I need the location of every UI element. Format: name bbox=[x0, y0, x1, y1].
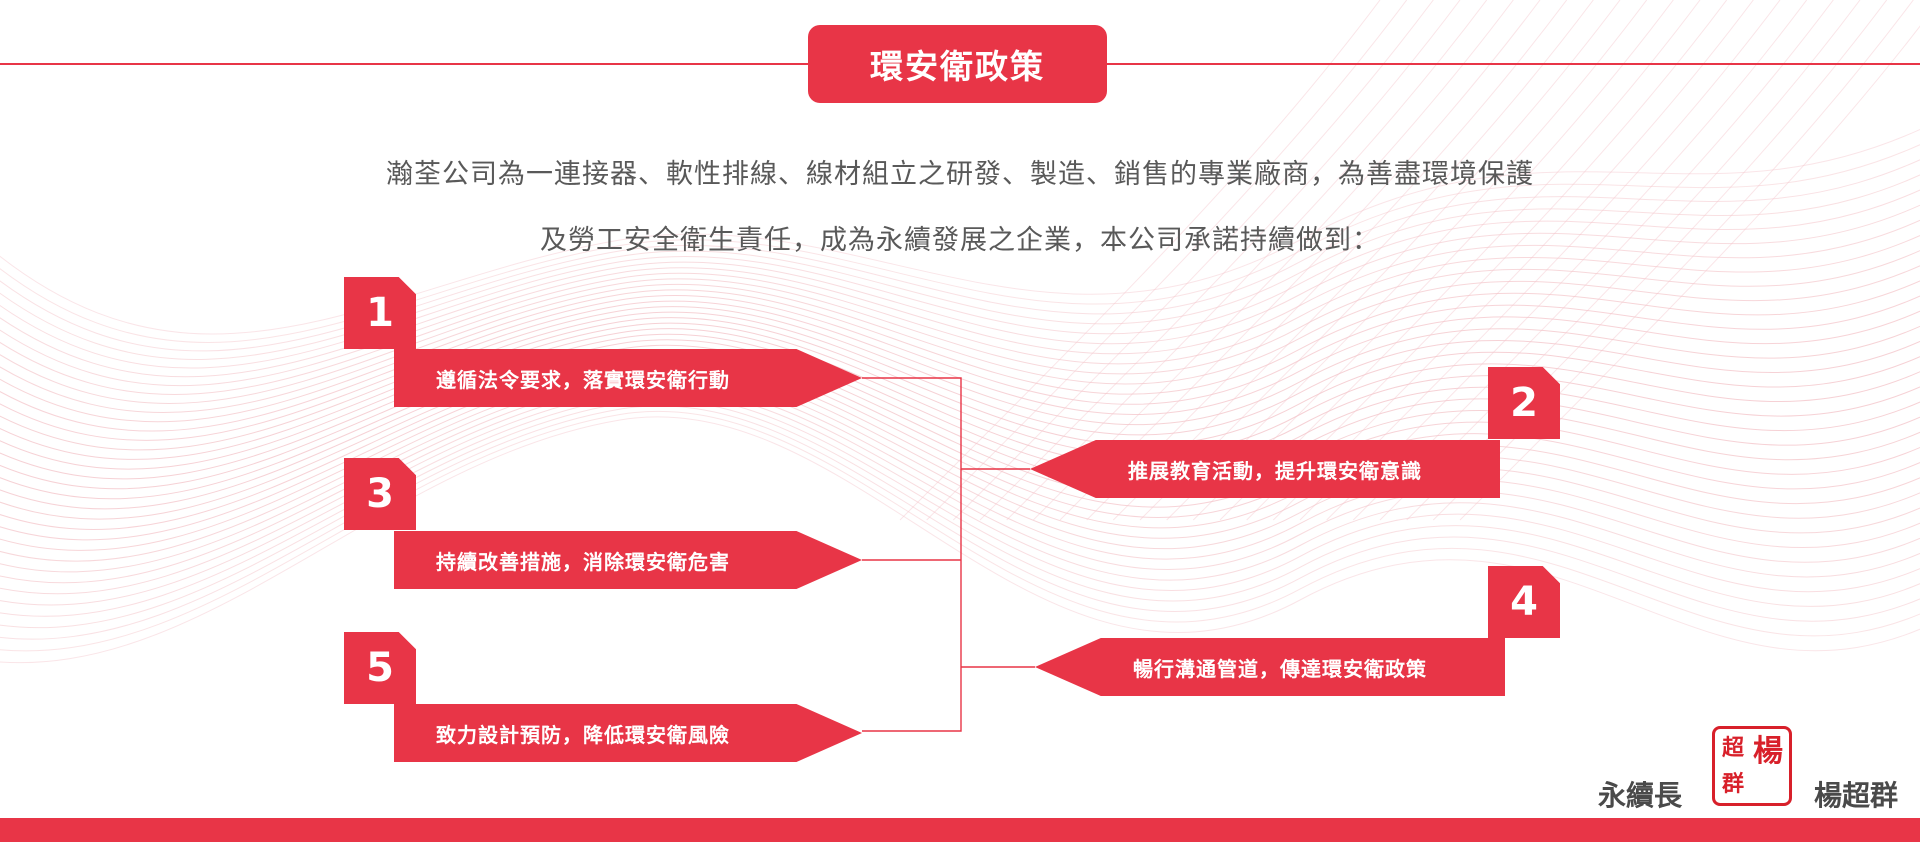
wave-line bbox=[0, 383, 1920, 595]
wave-line bbox=[0, 265, 1920, 414]
commitment-5-number: 5 bbox=[344, 632, 416, 704]
wave-line bbox=[0, 219, 1920, 387]
wave-line bbox=[1352, 0, 1834, 521]
wave-line bbox=[0, 339, 1920, 510]
wave-line bbox=[0, 328, 1920, 490]
wave-line bbox=[1299, 0, 1781, 521]
wave-line bbox=[0, 234, 1920, 395]
commitment-1-banner: 遵循法令要求，落實環安衛行動 bbox=[394, 349, 862, 407]
wave-line bbox=[0, 355, 1920, 541]
wave-line bbox=[1112, 0, 1594, 521]
wave-line bbox=[0, 295, 1920, 432]
wave-line bbox=[0, 280, 1920, 423]
wave-line bbox=[0, 394, 1920, 617]
wave-line bbox=[0, 372, 1920, 573]
wave-line bbox=[0, 128, 1920, 335]
commitment-5-banner: 致力設計預防，降低環安衛風險 bbox=[394, 704, 862, 762]
intro-line-1: 瀚荃公司為一連接器、軟性排線、線材組立之研發、製造、銷售的專業廠商，為善盡環境保… bbox=[386, 159, 1534, 190]
wave-line bbox=[0, 399, 1920, 628]
seal-char-2: 超 bbox=[1722, 735, 1745, 761]
wave-line bbox=[0, 249, 1920, 404]
wave-line bbox=[0, 416, 1920, 664]
wave-line bbox=[0, 388, 1920, 606]
wave-line bbox=[0, 204, 1920, 378]
wave-line bbox=[0, 174, 1920, 360]
wave-line bbox=[926, 0, 1408, 521]
seal-char-1: 楊 bbox=[1753, 734, 1783, 769]
commitment-1-text: 遵循法令要求，落實環安衛行動 bbox=[436, 367, 730, 392]
wave-line bbox=[899, 0, 1381, 521]
commitment-4-banner: 暢行溝通管道，傳達環安衛政策 bbox=[1035, 638, 1505, 696]
commitment-3-banner: 持續改善措施，消除環安衛危害 bbox=[394, 531, 862, 589]
wave-line bbox=[952, 0, 1434, 521]
wave-line bbox=[0, 311, 1920, 460]
signature-title: 永續長 bbox=[1598, 779, 1683, 812]
wave-line bbox=[1006, 0, 1488, 521]
commitment-4-number: 4 bbox=[1488, 566, 1560, 638]
wave-line bbox=[0, 159, 1920, 352]
wave-line bbox=[1139, 0, 1621, 521]
wave-line bbox=[0, 300, 1920, 441]
wave-line bbox=[1032, 0, 1514, 521]
commitment-2-text: 推展教育活動，提升環安衛意識 bbox=[1128, 458, 1422, 483]
wave-line bbox=[0, 377, 1920, 584]
intro-line-2: 及勞工安全衛生責任，成為永續發展之企業，本公司承諾持續做到： bbox=[540, 225, 1380, 256]
commitment-2-number: 2 bbox=[1488, 367, 1560, 439]
seal-char-3: 群 bbox=[1722, 771, 1745, 797]
wave-line bbox=[0, 405, 1920, 640]
wave-line bbox=[0, 333, 1920, 500]
wave-line bbox=[1219, 0, 1701, 521]
commitment-1-number: 1 bbox=[344, 277, 416, 349]
wave-line bbox=[0, 306, 1920, 451]
wave-line bbox=[1326, 0, 1808, 521]
commitment-3-text: 持續改善措施，消除環安衛危害 bbox=[436, 549, 730, 574]
wave-line bbox=[0, 317, 1920, 470]
wave-line bbox=[0, 189, 1920, 369]
wave-line bbox=[0, 361, 1920, 551]
wave-line bbox=[1379, 0, 1861, 521]
wave-line bbox=[1192, 0, 1674, 521]
wave-line bbox=[1272, 0, 1754, 521]
wave-line bbox=[0, 344, 1920, 520]
title-line-left bbox=[0, 63, 808, 65]
wave-line bbox=[0, 410, 1920, 652]
signature-seal: 楊 超 群 bbox=[1712, 726, 1792, 806]
wave-line bbox=[1059, 0, 1541, 521]
commitment-3-number: 3 bbox=[344, 458, 416, 530]
bottom-bar bbox=[0, 818, 1920, 842]
wave-line bbox=[0, 350, 1920, 530]
wave-line bbox=[0, 366, 1920, 562]
signature-name: 楊超群 bbox=[1814, 779, 1899, 812]
wave-line bbox=[979, 0, 1461, 521]
page-title: 環安衛政策 bbox=[808, 25, 1107, 103]
title-line-right bbox=[1107, 63, 1920, 65]
commitment-5-text: 致力設計預防，降低環安衛風險 bbox=[436, 722, 730, 747]
wave-line bbox=[0, 322, 1920, 480]
commitment-2-banner: 推展教育活動，提升環安衛意識 bbox=[1030, 440, 1500, 498]
wave-line bbox=[0, 144, 1920, 343]
wave-line bbox=[1166, 0, 1648, 521]
commitment-4-text: 暢行溝通管道，傳達環安衛政策 bbox=[1133, 656, 1427, 681]
wave-line bbox=[1246, 0, 1728, 521]
wave-line bbox=[1086, 0, 1568, 521]
